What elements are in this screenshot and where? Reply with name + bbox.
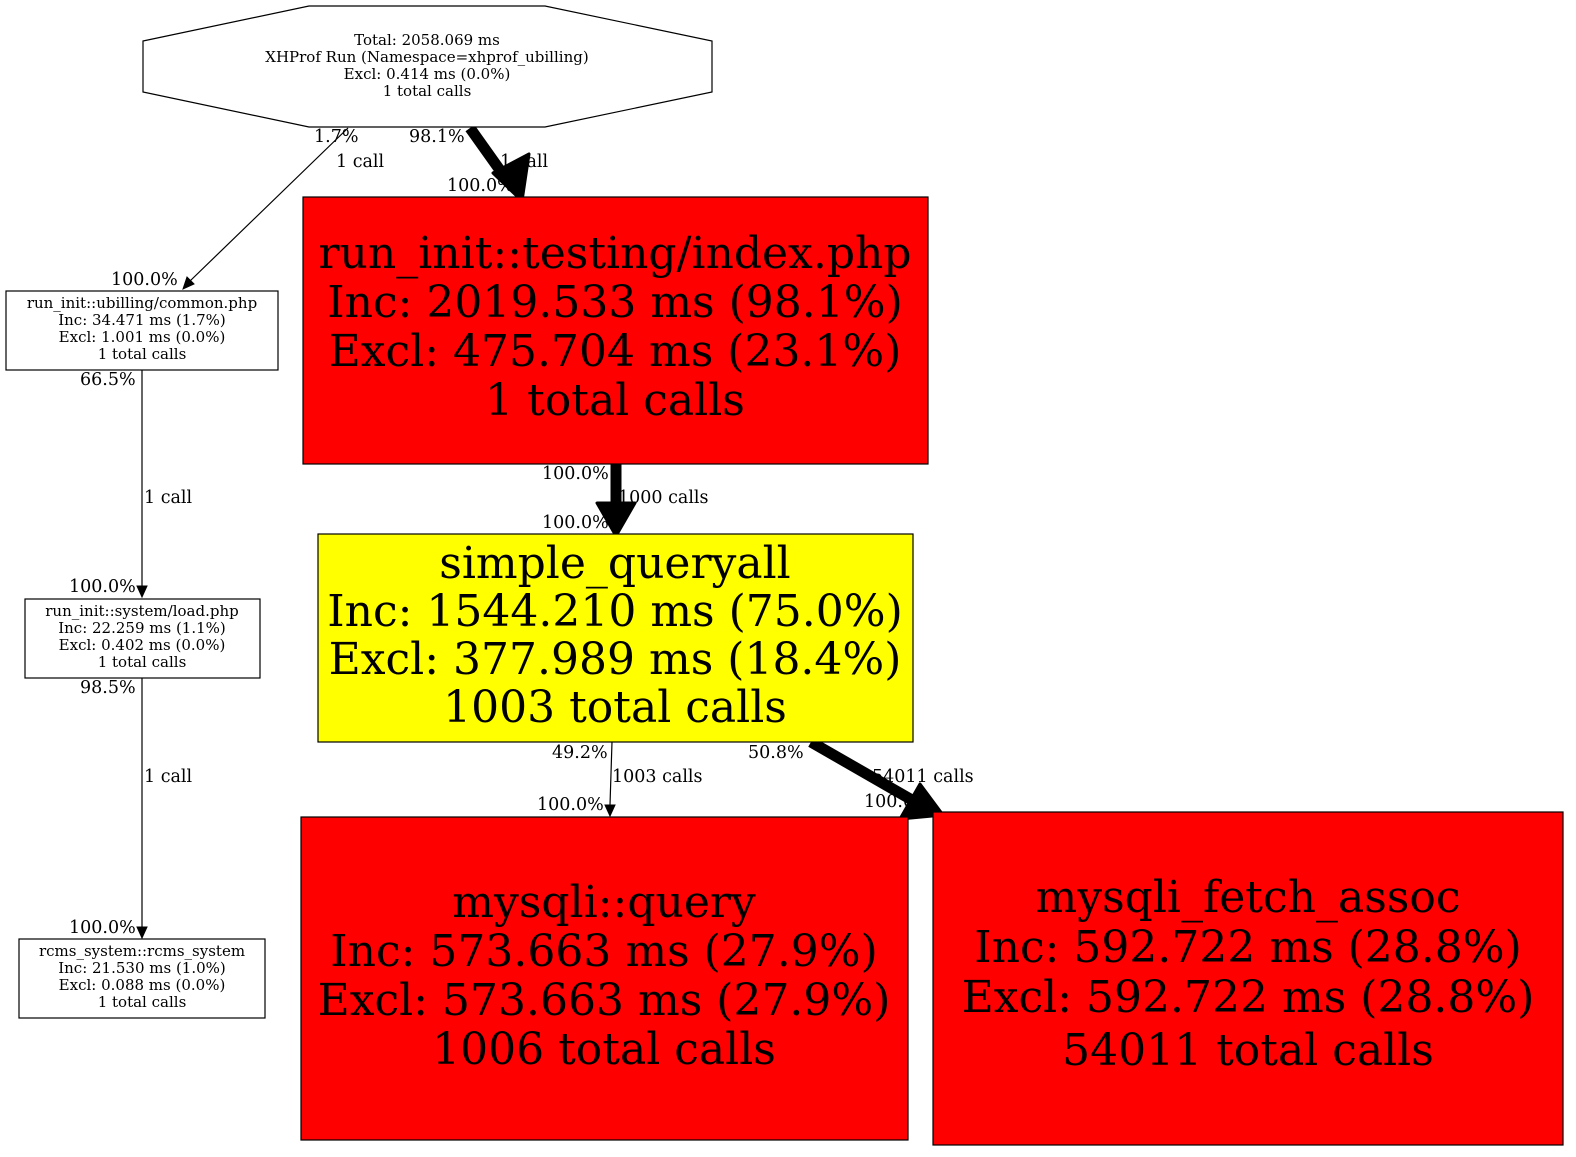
edges <box>136 124 945 940</box>
edge-call-label: 54011 calls <box>872 767 974 787</box>
edge-root-to-testing-index <box>465 124 531 203</box>
node-ubilling-common-line-4: 1 total calls <box>98 345 187 363</box>
node-rcms-system: rcms_system::rcms_system Inc: 21.530 ms … <box>18 938 266 1019</box>
edge-simple-queryall-to-mysqli-fetch-assoc <box>808 737 945 821</box>
node-rcms-system-line-3: Excl: 0.088 ms (0.0%) <box>59 976 226 994</box>
edge-head-label: 100.0% <box>69 577 136 597</box>
node-system-load-shape <box>24 598 261 679</box>
node-ubilling-common-line-1: run_init::ubilling/common.php <box>27 294 257 312</box>
edge-system-load-to-rcms-system <box>136 678 148 940</box>
node-ubilling-common-shape <box>5 290 279 371</box>
edge-tail-label: 100.0% <box>542 464 609 484</box>
node-root-line-3: Excl: 0.414 ms (0.0%) <box>344 65 511 83</box>
node-root-line-4: 1 total calls <box>383 82 472 100</box>
node-testing-index-shape <box>302 196 929 465</box>
edge-head-label: 100.0% <box>69 918 136 938</box>
node-root-shape <box>142 5 713 128</box>
node-root: Total: 2058.069 ms XHProf Run (Namespace… <box>142 5 713 128</box>
edge-tail-label: 49.2% <box>552 743 608 763</box>
edge-call-label: 1 call <box>336 152 385 172</box>
node-simple-queryall: simple_queryall Inc: 1544.210 ms (75.0%)… <box>317 533 914 743</box>
node-testing-index-line-3: Excl: 475.704 ms (23.1%) <box>329 326 902 377</box>
node-testing-index-line-1: run_init::testing/index.php <box>319 228 912 279</box>
edge-call-label: 1 call <box>144 488 193 508</box>
node-mysqli-fetch-assoc-shape <box>932 811 1564 1146</box>
edge-ubilling-common-to-system-load <box>136 370 148 599</box>
edge-tail-label: 66.5% <box>80 370 136 390</box>
node-mysqli-fetch-assoc-line-1: mysqli_fetch_assoc <box>1036 872 1461 923</box>
node-ubilling-common-line-2: Inc: 34.471 ms (1.7%) <box>58 311 226 329</box>
node-simple-queryall-line-2: Inc: 1544.210 ms (75.0%) <box>327 586 903 637</box>
edge-tail-label: 98.5% <box>80 678 136 698</box>
node-testing-index: run_init::testing/index.php Inc: 2019.53… <box>302 196 929 465</box>
edge-labels: 1.7% 1 call 100.0% 98.1% 1 call 100.0% 6… <box>69 127 974 938</box>
node-mysqli-query: mysqli::query Inc: 573.663 ms (27.9%) Ex… <box>300 816 909 1141</box>
edge-head-label: 100.0% <box>537 795 604 815</box>
node-simple-queryall-line-4: 1003 total calls <box>443 682 787 733</box>
node-mysqli-fetch-assoc-line-2: Inc: 592.722 ms (28.8%) <box>974 922 1522 973</box>
node-rcms-system-shape <box>18 938 266 1019</box>
node-simple-queryall-shape <box>317 533 914 743</box>
node-rcms-system-line-1: rcms_system::rcms_system <box>39 942 245 960</box>
edge-head-label: 100.0% <box>542 513 609 533</box>
node-mysqli-query-line-2: Inc: 573.663 ms (27.9%) <box>330 926 878 977</box>
edge-head-label: 100.0% <box>447 176 514 196</box>
node-mysqli-query-line-1: mysqli::query <box>452 877 756 928</box>
node-system-load-line-3: Excl: 0.402 ms (0.0%) <box>59 636 226 654</box>
edge-tail-label: 50.8% <box>748 743 804 763</box>
node-root-line-2: XHProf Run (Namespace=xhprof_ubilling) <box>265 48 588 66</box>
edge-tail-label: 1.7% <box>314 127 358 147</box>
edge-head-label: 100.0% <box>864 792 931 812</box>
node-rcms-system-line-2: Inc: 21.530 ms (1.0%) <box>58 959 226 977</box>
node-testing-index-line-4: 1 total calls <box>485 375 745 426</box>
node-simple-queryall-line-3: Excl: 377.989 ms (18.4%) <box>329 634 902 685</box>
node-ubilling-common: run_init::ubilling/common.php Inc: 34.47… <box>5 290 279 371</box>
edge-call-label: 1 call <box>500 152 549 172</box>
node-system-load: run_init::system/load.php Inc: 22.259 ms… <box>24 598 261 679</box>
edge-root-to-ubilling-common <box>182 127 349 290</box>
edge-tail-label: 98.1% <box>409 127 465 147</box>
edge-testing-index-to-simple-queryall <box>595 464 637 538</box>
edge-call-label: 1 call <box>144 767 193 787</box>
node-rcms-system-line-4: 1 total calls <box>98 993 187 1011</box>
edge-head-label: 100.0% <box>111 270 178 290</box>
node-testing-index-line-2: Inc: 2019.533 ms (98.1%) <box>327 277 903 328</box>
node-simple-queryall-line-1: simple_queryall <box>439 538 790 589</box>
node-system-load-line-2: Inc: 22.259 ms (1.1%) <box>58 619 226 637</box>
node-mysqli-fetch-assoc-line-4: 54011 total calls <box>1062 1025 1434 1076</box>
edge-call-label: 1003 calls <box>612 767 703 787</box>
node-mysqli-fetch-assoc-line-3: Excl: 592.722 ms (28.8%) <box>962 972 1535 1023</box>
nodes: Total: 2058.069 ms XHProf Run (Namespace… <box>5 5 1564 1146</box>
node-mysqli-fetch-assoc: mysqli_fetch_assoc Inc: 592.722 ms (28.8… <box>932 811 1564 1146</box>
node-system-load-line-4: 1 total calls <box>98 653 187 671</box>
edge-simple-queryall-to-mysqli-query <box>604 741 616 818</box>
node-system-load-line-1: run_init::system/load.php <box>45 602 238 620</box>
node-mysqli-query-line-3: Excl: 573.663 ms (27.9%) <box>318 975 891 1026</box>
node-ubilling-common-line-3: Excl: 1.001 ms (0.0%) <box>59 328 226 346</box>
node-root-line-1: Total: 2058.069 ms <box>354 31 500 49</box>
node-mysqli-query-line-4: 1006 total calls <box>432 1024 776 1075</box>
edge-call-label: 1000 calls <box>618 488 709 508</box>
node-mysqli-query-shape <box>300 816 909 1141</box>
